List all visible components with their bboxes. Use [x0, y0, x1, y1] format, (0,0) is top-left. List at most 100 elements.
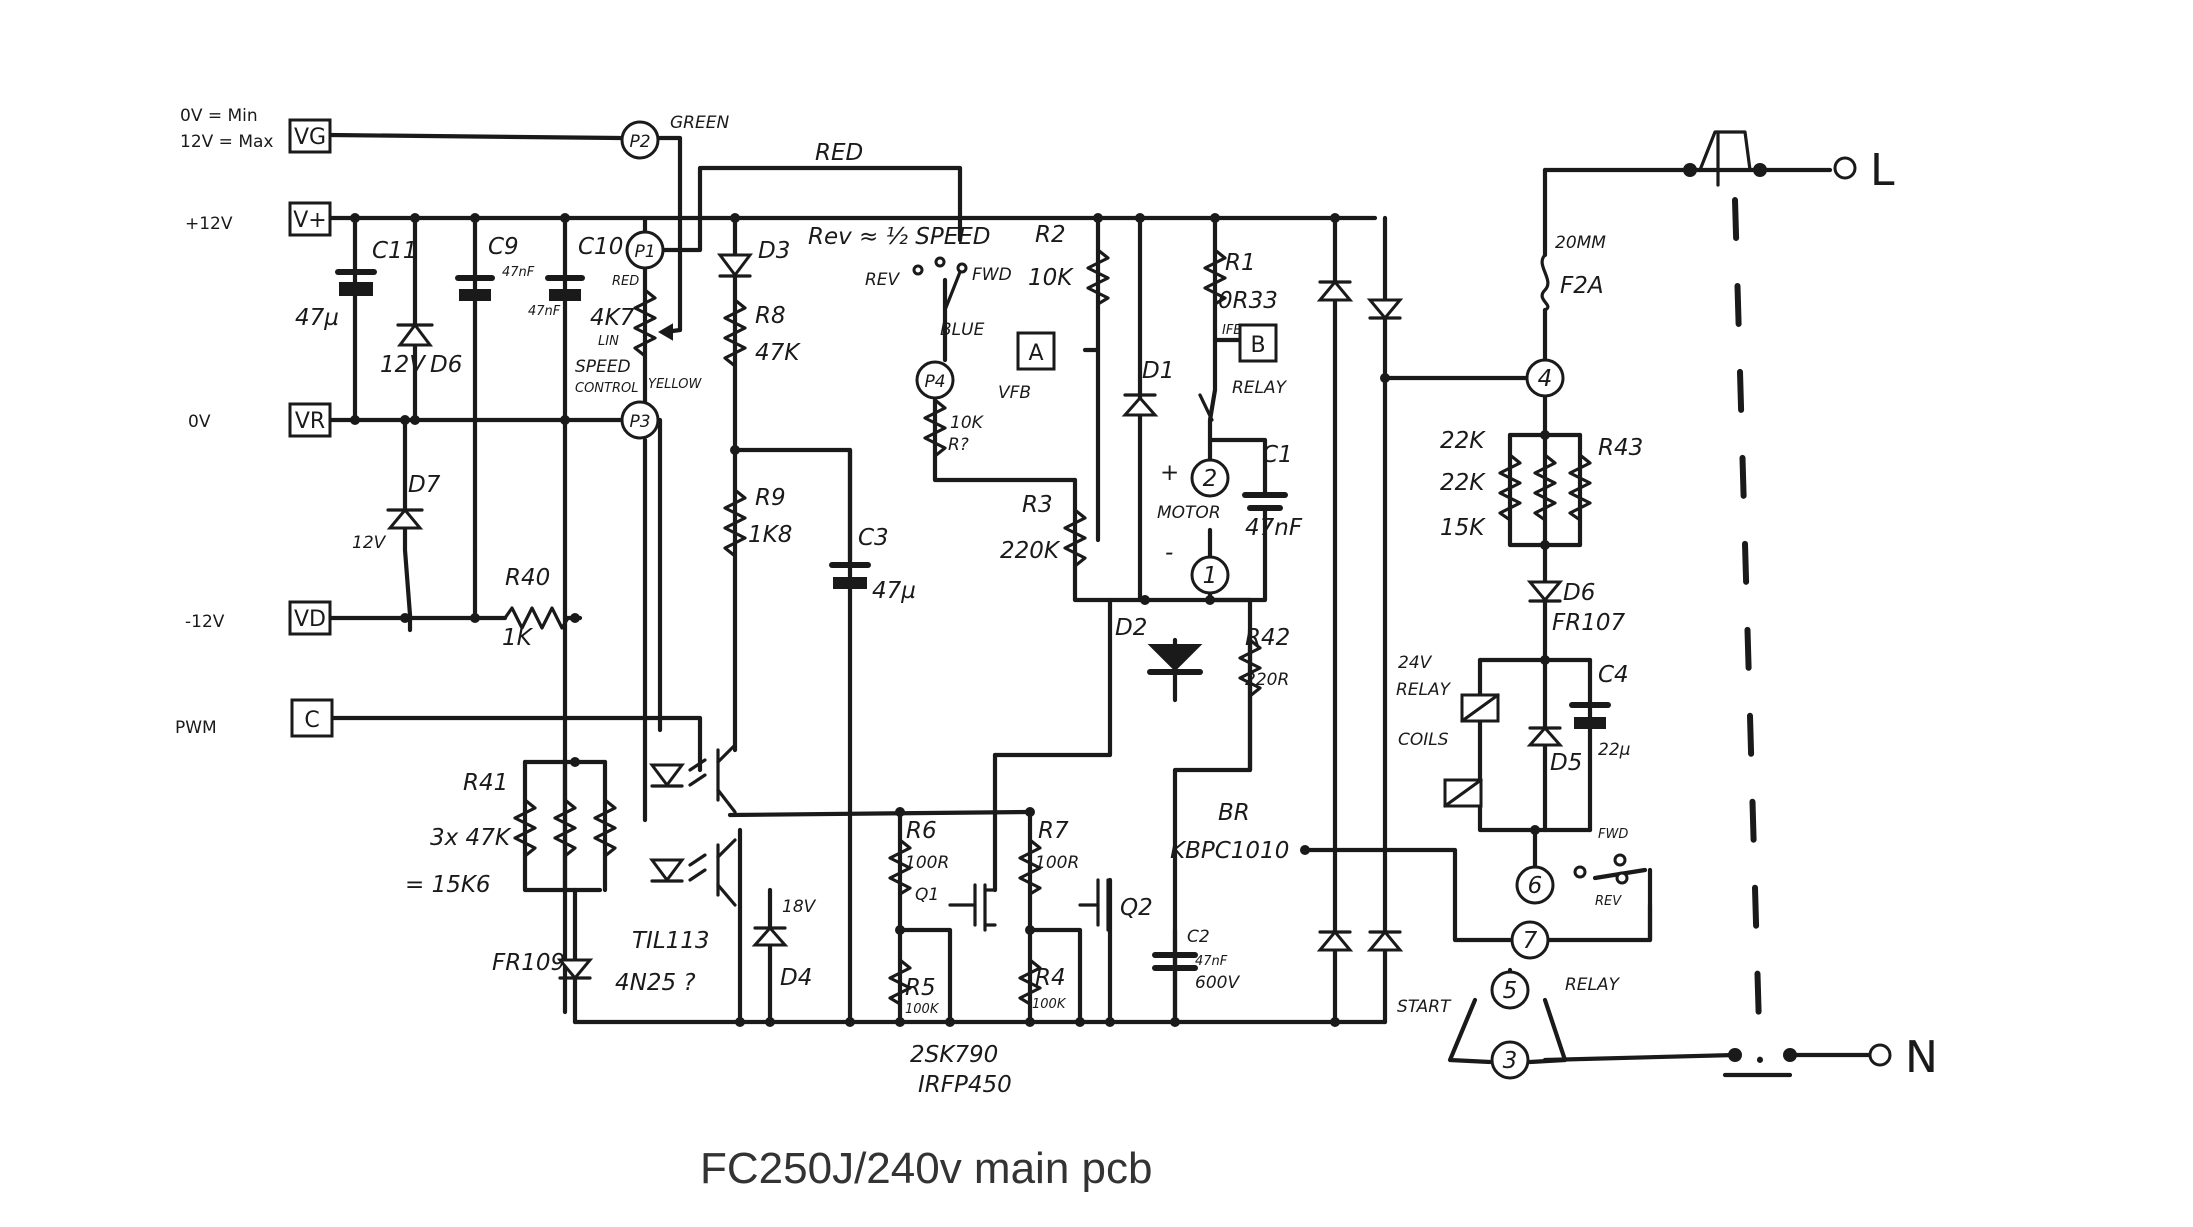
terminal-vr: VR [288, 402, 332, 438]
start-label: START [1397, 997, 1452, 1017]
c11-label: C11 [372, 238, 417, 264]
rev-speed-label: Rev ≈ ½ SPEED [808, 224, 990, 250]
fr109-label: FR109 [492, 950, 565, 976]
resistor-r5 [888, 958, 912, 1006]
resistor-network-r43 [1498, 453, 1592, 522]
d4-label: D4 [780, 965, 812, 991]
terminal-c: C [290, 698, 334, 738]
r6-label: R6 [906, 818, 937, 844]
r41-label: R41 [463, 770, 508, 796]
r2-label: R2 [1035, 222, 1066, 248]
q1-label: Q1 [915, 885, 939, 905]
pin-5: 5 [1490, 970, 1530, 1010]
svg-text:VG: VG [294, 125, 326, 150]
r3-value: 220K [1000, 538, 1061, 564]
d7-value: 12V [352, 533, 387, 553]
capacitor-c9 [455, 275, 495, 301]
c9-value: 47nF [502, 265, 535, 280]
capacitor-c2 [1152, 952, 1198, 971]
relay-label: RELAY [1232, 378, 1288, 398]
relay-label-2: RELAY [1396, 680, 1452, 700]
r6-value: 100R [905, 853, 949, 873]
fwd-label: FWD [972, 265, 1012, 285]
mosfet-q1 [948, 883, 997, 932]
vfb-label: VFB [998, 383, 1031, 403]
r43-label: R43 [1598, 435, 1643, 461]
d5-label: D5 [1550, 750, 1582, 776]
pwm-label: PWM [175, 718, 217, 738]
svg-text:A: A [1028, 341, 1043, 366]
svg-text:5: 5 [1503, 978, 1518, 1004]
capacitor-c1 [1242, 492, 1288, 511]
pin-1: 1 [1190, 555, 1230, 595]
pin-2: 2 [1190, 458, 1230, 498]
r40-value: 1K [502, 625, 534, 651]
r7-label: R7 [1038, 818, 1069, 844]
fwd-right-label: FWD [1598, 827, 1628, 842]
fwd-rev-switch-right [1573, 853, 1629, 885]
blue-wire-label: BLUE [940, 320, 985, 340]
svg-text:6: 6 [1528, 873, 1543, 899]
pot-name-2: CONTROL [575, 381, 638, 396]
r8-label: R8 [755, 303, 786, 329]
pin-p3: P3 [620, 400, 660, 440]
resistor-r9 [723, 488, 747, 558]
r9-label: R9 [755, 485, 786, 511]
resistor-network-r41 [513, 798, 617, 858]
mains-switch-neutral [1728, 1043, 1892, 1067]
resistor-r2 [1086, 248, 1110, 306]
c10-label: C10 [578, 234, 623, 260]
speed-control-potentiometer [633, 288, 673, 358]
d6-right-value: FR107 [1552, 610, 1625, 636]
relay-label-1: 24V [1398, 653, 1433, 673]
resistor-r3 [1063, 508, 1087, 568]
zener-diode-d6-left [396, 322, 434, 347]
resistor-r6 [888, 838, 912, 896]
d4-value: 18V [782, 897, 817, 917]
terminal-vg: VG [288, 118, 332, 154]
capacitor-c3 [829, 562, 871, 589]
d2-label: D2 [1115, 615, 1147, 641]
c9-label: C9 [488, 234, 519, 260]
c3-value: 47µ [872, 578, 916, 604]
resistor-r7 [1018, 838, 1042, 896]
relay-right-label: RELAY [1565, 975, 1621, 995]
c1-value: 47nF [1245, 515, 1303, 541]
relay-contact [1198, 393, 1214, 422]
zener-diode-d4 [751, 925, 789, 947]
vg-range-min-label: 0V = Min [180, 106, 258, 126]
neutral-label: N [1905, 1032, 1938, 1083]
d1-label: D1 [1142, 358, 1174, 384]
opto-label-2: 4N25 ? [615, 970, 696, 996]
zener-diode-d7 [386, 507, 424, 530]
mains-switch-live [1683, 156, 1857, 180]
capacitor-c11 [335, 269, 377, 296]
terminal-vd: VD [288, 600, 332, 636]
bridge-diodes-top [1316, 279, 1404, 321]
fuse-label-2: F2A [1560, 273, 1604, 299]
svg-text:3: 3 [1503, 1048, 1518, 1074]
svg-text:1: 1 [1203, 563, 1218, 589]
r5-label: R5 [905, 975, 936, 1001]
zero-v-label: 0V [188, 412, 211, 432]
d3-label: D3 [758, 238, 790, 264]
mechanical-link [1732, 197, 1763, 1063]
pin-7: 7 [1510, 920, 1550, 960]
plus12-label: +12V [185, 214, 233, 234]
r1-value: 0R33 [1218, 288, 1278, 314]
r41-value-1: 3x 47K [430, 825, 512, 851]
motor-label: MOTOR [1157, 503, 1221, 523]
c1-label: C1 [1262, 442, 1293, 468]
svg-text:B: B [1250, 333, 1265, 358]
r8-value: 47K [755, 340, 801, 366]
q2-label: Q2 [1120, 895, 1153, 921]
resistor-r-blue [923, 398, 947, 458]
svg-text:V+: V+ [293, 208, 326, 233]
r40-label: R40 [505, 565, 550, 591]
capacitor-c4 [1569, 702, 1611, 729]
rev-label: REV [865, 270, 901, 290]
r-blue-value: 10K [950, 413, 985, 433]
pot-name-1: SPEED [575, 357, 631, 377]
diode-d6-right [1526, 580, 1564, 603]
